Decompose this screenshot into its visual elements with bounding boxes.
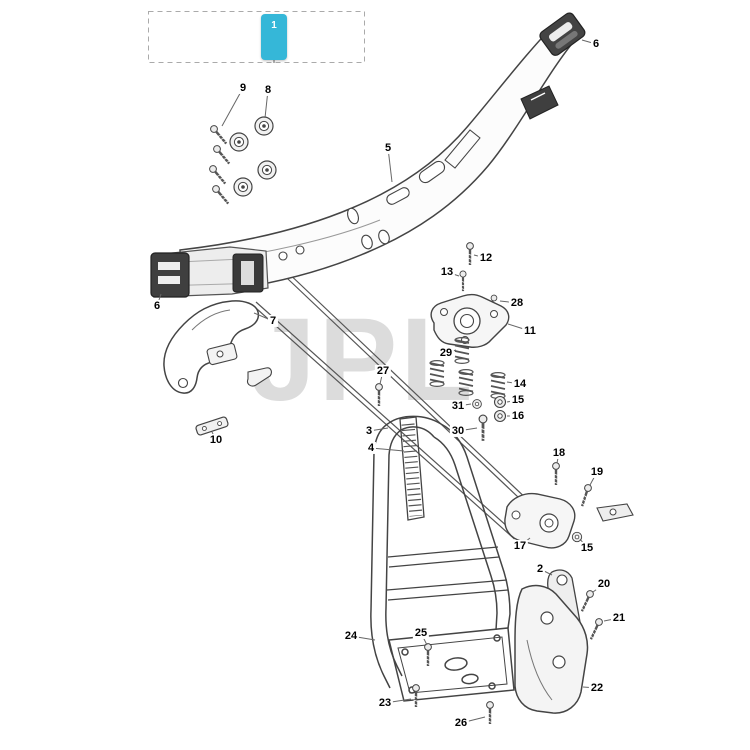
part-label-21: 21 bbox=[610, 611, 628, 625]
strap-keeper bbox=[520, 85, 559, 120]
part-label-26: 26 bbox=[452, 716, 470, 730]
part-label-13: 13 bbox=[438, 265, 456, 279]
part-label-28: 28 bbox=[508, 296, 526, 310]
part-label-14: 14 bbox=[511, 377, 529, 391]
part-label-24: 24 bbox=[342, 629, 360, 643]
frame-base-plate bbox=[388, 627, 515, 702]
reference-dashed-box bbox=[148, 11, 365, 63]
part-label-31: 31 bbox=[449, 399, 467, 413]
part-label-3: 3 bbox=[363, 424, 375, 438]
part-label-6: 6 bbox=[590, 37, 602, 51]
part-label-2: 2 bbox=[534, 562, 546, 576]
part-label-17: 17 bbox=[511, 539, 529, 553]
part-label-6: 6 bbox=[151, 299, 163, 313]
part-label-30: 30 bbox=[449, 424, 467, 438]
part-label-29: 29 bbox=[437, 346, 455, 360]
part-label-27: 27 bbox=[374, 364, 392, 378]
part-label-7: 7 bbox=[267, 314, 279, 328]
bracket-7 bbox=[163, 300, 272, 394]
part-label-4: 4 bbox=[365, 441, 377, 455]
part-label-8: 8 bbox=[262, 83, 274, 97]
plate-10 bbox=[195, 416, 229, 436]
serrated-strip-4 bbox=[399, 416, 425, 521]
part-label-16: 16 bbox=[509, 409, 527, 423]
hub-plate-11 bbox=[430, 241, 510, 348]
part-label-20: 20 bbox=[595, 577, 613, 591]
strap-buckle-top-6 bbox=[539, 12, 586, 56]
part-label-18: 18 bbox=[550, 446, 568, 460]
strap-left-6 bbox=[150, 246, 269, 298]
bracket-22 bbox=[514, 584, 589, 714]
part-label-15: 15 bbox=[578, 541, 596, 555]
part-label-22: 22 bbox=[588, 681, 606, 695]
part-label-12: 12 bbox=[477, 251, 495, 265]
part-label-15: 15 bbox=[509, 393, 527, 407]
part-label-19: 19 bbox=[588, 465, 606, 479]
part-label-10: 10 bbox=[207, 433, 225, 447]
part-label-11: 11 bbox=[522, 324, 538, 338]
part-label-23: 23 bbox=[376, 696, 394, 710]
part-label-9: 9 bbox=[237, 81, 249, 95]
shaft-rods-3 bbox=[252, 267, 552, 540]
highlighted-part-label-1: 1 bbox=[261, 14, 287, 60]
part-label-5: 5 bbox=[382, 141, 394, 155]
part-label-25: 25 bbox=[412, 626, 430, 640]
bracket-17 bbox=[504, 461, 634, 549]
